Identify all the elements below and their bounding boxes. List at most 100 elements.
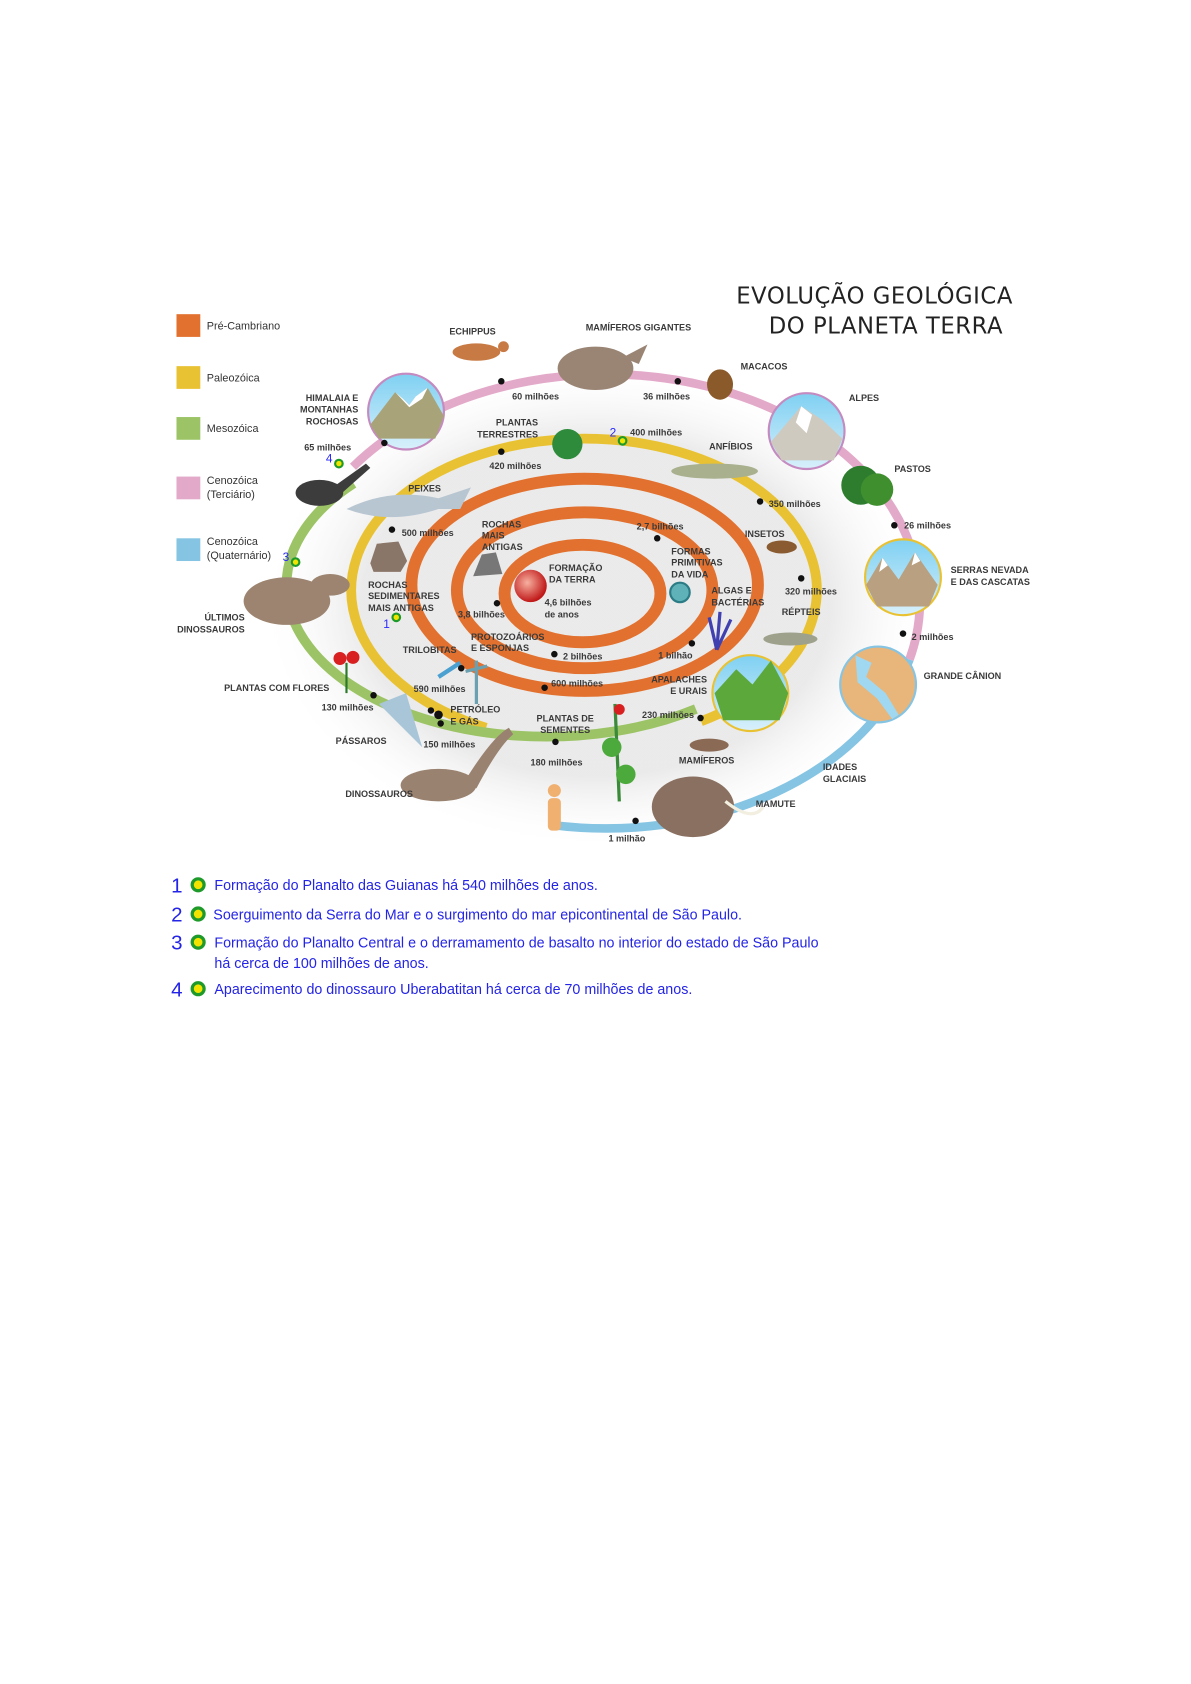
svg-text:2: 2 — [171, 904, 182, 927]
mammoth-illustration — [651, 776, 765, 838]
trex-illustration — [243, 574, 350, 625]
svg-text:PEIXES: PEIXES — [408, 484, 441, 494]
amphibian-illustration — [671, 463, 758, 479]
svg-text:FORMAÇÃO: FORMAÇÃO — [549, 563, 602, 573]
ring-pre-cambriano-outer — [405, 472, 764, 697]
legend-swatch-paleozoica — [176, 366, 201, 389]
svg-text:150 milhões: 150 milhões — [423, 739, 475, 749]
notes-list: 1 Formação do Planalto das Guianas há 54… — [171, 874, 819, 1001]
svg-text:500 milhões: 500 milhões — [402, 528, 454, 538]
svg-text:MAIS: MAIS — [482, 530, 505, 540]
mammal-illustration — [689, 738, 729, 752]
svg-text:350 milhões: 350 milhões — [769, 499, 821, 509]
brontosaurus-illustration — [400, 727, 514, 802]
oil-drops-icon — [427, 707, 443, 720]
earth-formation-icon — [514, 569, 547, 603]
ring-pre-cambriano-inner — [498, 538, 667, 649]
svg-text:INSETOS: INSETOS — [745, 529, 785, 539]
svg-text:BACTÉRIAS: BACTÉRIAS — [711, 597, 764, 607]
svg-text:ÚLTIMOS: ÚLTIMOS — [205, 612, 245, 623]
svg-text:SERRAS NEVADA: SERRAS NEVADA — [951, 565, 1029, 575]
svg-text:1: 1 — [383, 617, 390, 631]
svg-text:PÁSSAROS: PÁSSAROS — [336, 736, 387, 746]
svg-text:2,7 bilhões: 2,7 bilhões — [637, 522, 684, 532]
alpes-illustration — [767, 392, 846, 471]
svg-text:MAMÍFEROS: MAMÍFEROS — [679, 756, 734, 766]
svg-text:2: 2 — [610, 426, 617, 440]
plants-illustration — [552, 428, 583, 460]
svg-text:de anos: de anos — [545, 609, 579, 619]
svg-text:2 milhões: 2 milhões — [912, 632, 954, 642]
svg-text:Cenozóica: Cenozóica — [207, 536, 259, 548]
ring-pre-cambriano-middle — [450, 506, 719, 675]
ancient-rock-icon — [473, 552, 503, 577]
svg-text:320 milhões: 320 milhões — [785, 587, 837, 597]
note-3: 3 Formação do Planalto Central e o derra… — [171, 932, 819, 972]
svg-text:60 milhões: 60 milhões — [512, 392, 559, 402]
svg-text:ROCHAS: ROCHAS — [368, 580, 407, 590]
svg-text:MAMÍFEROS GIGANTES: MAMÍFEROS GIGANTES — [586, 322, 691, 332]
svg-text:SEMENTES: SEMENTES — [540, 725, 590, 735]
legend-swatch-cenozoica-terciario — [176, 476, 201, 500]
svg-text:DO PLANETA TERRA: DO PLANETA TERRA — [769, 314, 1003, 340]
svg-text:130 milhões: 130 milhões — [322, 702, 374, 712]
svg-text:230 milhões: 230 milhões — [642, 710, 694, 720]
svg-text:DA TERRA: DA TERRA — [549, 575, 596, 585]
svg-text:E ESPONJAS: E ESPONJAS — [471, 643, 529, 653]
marker-4: 4 — [326, 452, 344, 469]
svg-text:PROTOZOÁRIOS: PROTOZOÁRIOS — [471, 632, 544, 642]
seed-plant-illustration — [601, 703, 636, 802]
svg-text:Mesozóica: Mesozóica — [207, 423, 260, 435]
svg-text:E URAIS: E URAIS — [670, 686, 707, 696]
svg-text:APALACHES: APALACHES — [651, 674, 707, 684]
marker-3: 3 — [283, 550, 301, 567]
time-labels: 1 milhão 2 milhões 26 milhões 36 milhões… — [304, 392, 953, 844]
svg-text:1 milhão: 1 milhão — [608, 833, 645, 843]
svg-text:Pré-Cambriano: Pré-Cambriano — [207, 320, 280, 332]
svg-text:DA VIDA: DA VIDA — [671, 569, 708, 579]
svg-text:3,8 bilhões: 3,8 bilhões — [458, 609, 505, 619]
svg-text:65 milhões: 65 milhões — [304, 443, 351, 453]
svg-text:há cerca de 100 milhões de ano: há cerca de 100 milhões de anos. — [214, 956, 428, 972]
svg-text:4,6 bilhões: 4,6 bilhões — [545, 597, 592, 607]
svg-text:(Terciário): (Terciário) — [207, 489, 255, 501]
svg-text:ANFÍBIOS: ANFÍBIOS — [709, 442, 752, 452]
numbered-markers: 1 2 3 4 — [283, 426, 628, 631]
svg-text:1 bilhão: 1 bilhão — [658, 650, 693, 660]
svg-text:1: 1 — [171, 874, 182, 897]
svg-text:590 milhões: 590 milhões — [414, 684, 466, 694]
svg-text:Soerguimento da Serra do Mar e: Soerguimento da Serra do Mar e o surgime… — [213, 907, 742, 923]
svg-text:Formação do Planalto das Guian: Formação do Planalto das Guianas há 540 … — [214, 878, 597, 894]
svg-text:MACACOS: MACACOS — [741, 361, 788, 371]
legend-swatch-pre-cambriano — [176, 314, 201, 337]
svg-text:26 milhões: 26 milhões — [904, 521, 951, 531]
note-marker-icon — [190, 981, 206, 997]
flower-illustration — [333, 650, 360, 694]
legend-swatch-cenozoica-quaternario — [176, 538, 201, 562]
svg-text:E GÁS: E GÁS — [450, 717, 478, 727]
dinosaur-illustration — [295, 463, 371, 506]
svg-text:ALGAS E: ALGAS E — [711, 586, 751, 596]
svg-text:Paleozóica: Paleozóica — [207, 372, 261, 384]
svg-text:E DAS CASCATAS: E DAS CASCATAS — [951, 577, 1030, 587]
svg-text:4: 4 — [326, 452, 333, 466]
legend: Pré-Cambriano Paleozóica Mesozóica Cenoz… — [176, 314, 280, 562]
insect-illustration — [766, 540, 797, 554]
svg-text:PASTOS: PASTOS — [894, 464, 931, 474]
shark-illustration — [346, 487, 471, 518]
svg-text:TRILOBITAS: TRILOBITAS — [403, 645, 457, 655]
svg-text:ECHIPPUS: ECHIPPUS — [449, 327, 495, 337]
human-illustration — [547, 784, 561, 831]
svg-text:180 milhões: 180 milhões — [531, 758, 583, 768]
svg-text:36 milhões: 36 milhões — [643, 392, 690, 402]
note-2: 2 Soerguimento da Serra do Mar e o surgi… — [171, 904, 742, 927]
svg-text:ANTIGAS: ANTIGAS — [482, 542, 523, 552]
svg-text:3: 3 — [283, 550, 290, 564]
svg-text:MAIS ANTIGAS: MAIS ANTIGAS — [368, 603, 434, 613]
svg-text:4: 4 — [171, 978, 182, 1001]
echippus-illustration — [452, 341, 509, 361]
time-dots — [370, 378, 907, 825]
marker-1: 1 — [383, 612, 402, 631]
svg-text:MONTANHAS: MONTANHAS — [300, 405, 358, 415]
